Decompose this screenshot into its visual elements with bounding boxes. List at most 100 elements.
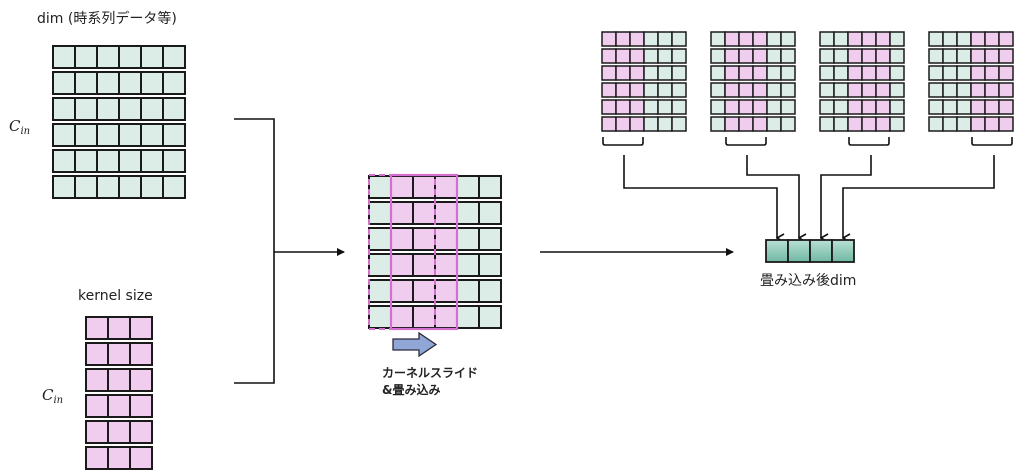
position-cell — [847, 82, 863, 98]
sliding-cell — [478, 305, 502, 329]
input-cell — [162, 149, 186, 173]
position-cell — [998, 116, 1014, 132]
sliding-cell — [390, 253, 414, 277]
sliding-row — [368, 253, 502, 277]
position-cell — [615, 82, 631, 98]
sliding-cell — [456, 305, 480, 329]
position-cell — [970, 116, 986, 132]
position-cell — [861, 65, 877, 81]
sliding-cell — [434, 279, 458, 303]
output-cell — [831, 239, 855, 263]
position-cell — [724, 31, 740, 47]
position-cell — [629, 116, 645, 132]
position-cell — [956, 48, 972, 64]
position-cell — [819, 48, 835, 64]
position-cell — [671, 116, 687, 132]
position-cell — [819, 99, 835, 115]
position-cell — [657, 99, 673, 115]
position-cell — [847, 48, 863, 64]
position-row — [928, 31, 1014, 47]
position-row — [710, 99, 796, 115]
position-row — [710, 48, 796, 64]
kernel-cell — [85, 420, 109, 444]
position-cell — [643, 99, 659, 115]
sliding-cell — [456, 227, 480, 251]
position-cell — [819, 116, 835, 132]
kernel-cell — [85, 368, 109, 392]
position-cell — [724, 99, 740, 115]
kernel-position-grid — [819, 31, 905, 146]
position-to-output-arrow — [746, 155, 799, 238]
kernel-cell — [85, 316, 109, 340]
sliding-cell — [412, 279, 436, 303]
position-cell — [998, 48, 1014, 64]
position-cell — [819, 31, 835, 47]
position-cell — [942, 116, 958, 132]
position-cell — [875, 31, 891, 47]
kernel-row — [85, 316, 153, 340]
position-row — [819, 116, 905, 132]
position-row — [928, 99, 1014, 115]
kernel-cell — [85, 342, 109, 366]
position-cell — [738, 65, 754, 81]
position-cell — [643, 65, 659, 81]
position-cell — [615, 31, 631, 47]
input-cell — [118, 97, 142, 121]
sliding-cell — [368, 253, 392, 277]
kernel-row — [85, 368, 153, 392]
kernel-cell — [129, 446, 153, 470]
position-cell — [601, 116, 617, 132]
kernel-cell — [129, 368, 153, 392]
output-grid — [765, 239, 855, 263]
position-row — [928, 116, 1014, 132]
position-cell — [984, 99, 1000, 115]
position-cell — [861, 99, 877, 115]
input-cell — [140, 71, 164, 95]
sliding-cell — [434, 201, 458, 225]
position-cell — [657, 65, 673, 81]
input-row — [52, 97, 186, 121]
position-cell — [889, 99, 905, 115]
sliding-cell — [412, 227, 436, 251]
position-cell — [724, 82, 740, 98]
position-cell — [601, 65, 617, 81]
sliding-cell — [434, 175, 458, 199]
position-cell — [629, 99, 645, 115]
position-cell — [671, 48, 687, 64]
input-cell — [74, 71, 98, 95]
position-cell — [601, 99, 617, 115]
channels-subscript: in — [20, 126, 31, 137]
position-cell — [752, 82, 768, 98]
position-cell — [819, 65, 835, 81]
kernel-size-label: kernel size — [78, 288, 153, 304]
sliding-cell — [434, 253, 458, 277]
input-cell — [52, 45, 76, 69]
position-cell — [629, 31, 645, 47]
position-cell — [780, 65, 796, 81]
position-cell — [752, 31, 768, 47]
position-cell — [889, 31, 905, 47]
position-cell — [970, 31, 986, 47]
position-cell — [942, 82, 958, 98]
position-cell — [643, 82, 659, 98]
position-row — [819, 82, 905, 98]
position-cell — [942, 31, 958, 47]
kernel-grid — [85, 316, 153, 470]
position-cell — [710, 116, 726, 132]
input-cell — [162, 97, 186, 121]
sliding-cell — [368, 227, 392, 251]
position-cell — [643, 116, 659, 132]
position-cell — [643, 48, 659, 64]
position-cell — [671, 31, 687, 47]
sliding-cell — [390, 279, 414, 303]
position-cell — [942, 48, 958, 64]
position-row — [928, 82, 1014, 98]
position-cell — [928, 116, 944, 132]
position-cell — [984, 116, 1000, 132]
slide-arrow-icon — [392, 331, 438, 358]
position-row — [601, 48, 687, 64]
sliding-cell — [412, 175, 436, 199]
kernel-row — [85, 394, 153, 418]
position-cell — [970, 82, 986, 98]
